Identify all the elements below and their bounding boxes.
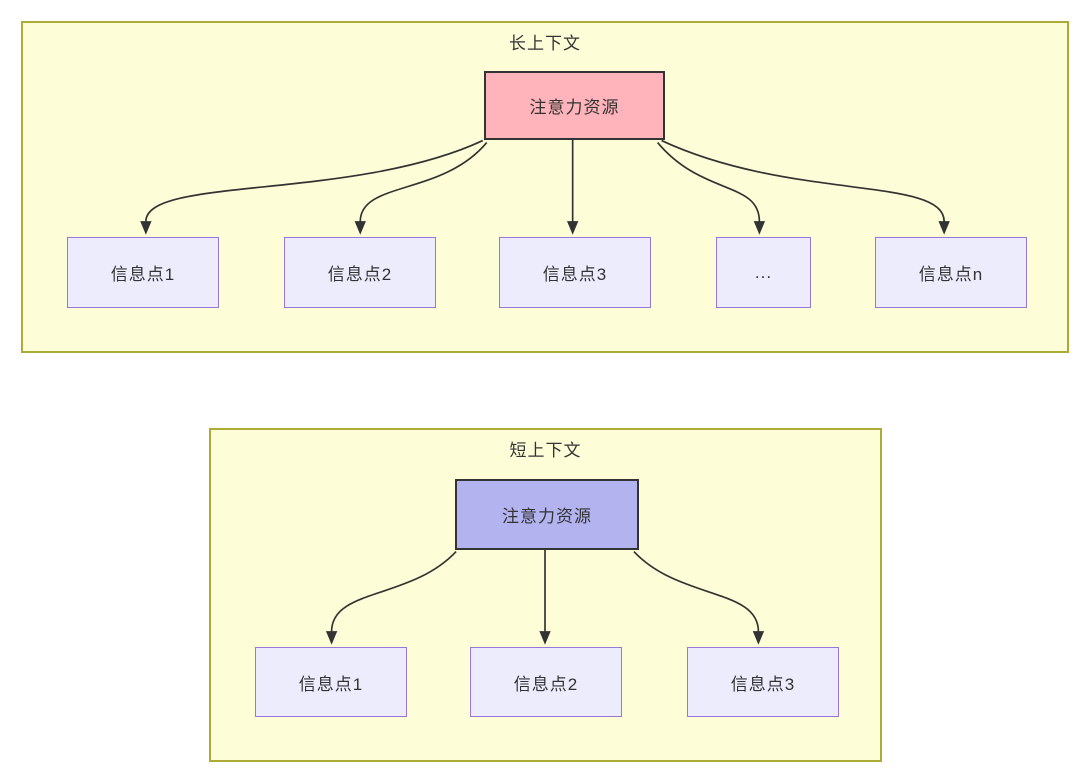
edge-short-root-to-info1 — [330, 550, 457, 632]
edge-long-root-to-info2 — [359, 142, 488, 222]
info-node-label: 信息点2 — [327, 265, 393, 284]
short-context-edges — [325, 548, 765, 645]
info-node-label: 信息点1 — [110, 265, 176, 284]
edge-long-root-to-infon — [661, 139, 945, 222]
arrowhead-icon — [325, 631, 338, 645]
arrowhead-icon — [539, 631, 551, 645]
attention-resource-node-long: 注意力资源 — [484, 71, 665, 140]
info-node-short-1: 信息点1 — [255, 647, 407, 717]
info-node-label: ... — [754, 262, 773, 282]
info-node-long-3: 信息点3 — [499, 237, 651, 308]
arrowhead-icon — [753, 221, 766, 235]
info-node-long-n: 信息点n — [875, 237, 1027, 308]
edge-long-root-to-info1 — [145, 139, 484, 222]
long-context-subgraph: 长上下文 注意力资源 信息点1 信息点2 信息点3 ... — [21, 21, 1069, 353]
edge-short-root-to-info3 — [633, 550, 760, 632]
long-context-edges — [140, 138, 950, 235]
info-node-label: 信息点3 — [542, 265, 608, 284]
info-node-label: 信息点n — [918, 265, 984, 284]
short-context-title: 短上下文 — [509, 441, 582, 460]
arrowhead-icon — [354, 221, 366, 235]
short-context-subgraph: 短上下文 注意力资源 信息点1 信息点2 信息点3 — [209, 428, 882, 762]
info-node-short-3: 信息点3 — [687, 647, 839, 717]
attention-resource-label-long: 注意力资源 — [529, 98, 620, 117]
info-node-label: 信息点1 — [298, 674, 364, 694]
attention-resource-label-short: 注意力资源 — [502, 507, 592, 526]
edge-long-root-to-dots — [656, 142, 761, 222]
arrowhead-icon — [140, 221, 152, 235]
long-context-title: 长上下文 — [509, 34, 581, 53]
arrowhead-icon — [938, 221, 950, 235]
info-node-short-2: 信息点2 — [470, 647, 622, 717]
info-node-label: 信息点2 — [513, 674, 579, 694]
info-node-long-ellipsis: ... — [716, 237, 811, 308]
info-node-long-2: 信息点2 — [284, 237, 436, 308]
attention-resource-node-short: 注意力资源 — [455, 479, 639, 550]
arrowhead-icon — [752, 631, 765, 645]
info-node-label: 信息点3 — [730, 674, 796, 694]
arrowhead-icon — [566, 221, 579, 235]
info-node-long-1: 信息点1 — [67, 237, 219, 308]
